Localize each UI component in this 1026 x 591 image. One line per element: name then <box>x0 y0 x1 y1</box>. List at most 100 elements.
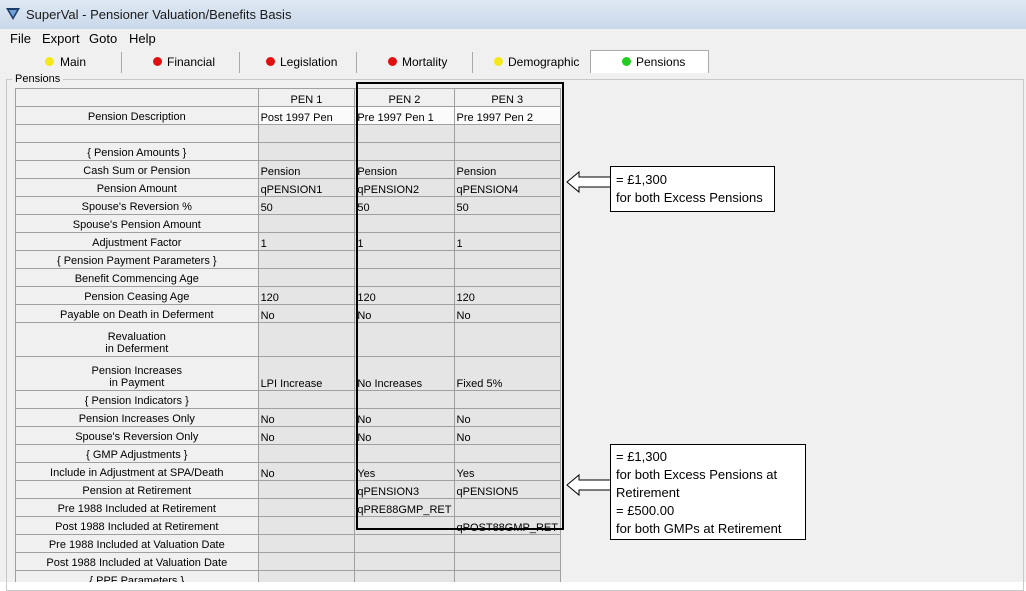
tab-pensions[interactable]: Pensions <box>590 50 709 74</box>
grid-cell-pen3[interactable] <box>453 322 561 357</box>
column-header-pen2[interactable]: PEN 2 <box>354 88 455 107</box>
menu-goto[interactable]: Goto <box>89 31 118 46</box>
grid-cell-pen3[interactable]: 50 <box>453 196 561 215</box>
grid-cell-pen1[interactable]: Pension <box>257 160 356 179</box>
grid-cell-pen2[interactable]: Yes <box>354 462 455 481</box>
grid-cell-pen2[interactable]: No <box>354 426 455 445</box>
grid-cell-pen3[interactable]: No <box>453 304 561 323</box>
grid-cell-pen2[interactable]: qPENSION3 <box>354 480 455 499</box>
callout-retirement: = £1,300 for both Excess Pensions at Ret… <box>610 444 806 540</box>
row-label: { Pension Payment Parameters } <box>15 250 259 269</box>
table-row: Pre 1988 Included at Valuation Date <box>15 534 561 553</box>
grid-cell-pen1[interactable]: No <box>257 408 356 427</box>
grid-cell-pen2[interactable] <box>354 390 455 409</box>
grid-cell-pen1[interactable] <box>257 480 356 499</box>
grid-cell-pen2[interactable] <box>354 322 455 357</box>
grid-cell-pen1[interactable] <box>257 142 356 161</box>
grid-cell-pen1[interactable]: No <box>257 426 356 445</box>
grid-cell-pen3[interactable]: No <box>453 408 561 427</box>
tab-mortality[interactable]: Mortality <box>356 52 473 73</box>
grid-cell-pen1[interactable] <box>257 552 356 571</box>
column-header-pen1[interactable]: PEN 1 <box>257 88 356 107</box>
grid-cell-pen1[interactable]: No <box>257 462 356 481</box>
grid-cell-pen2[interactable]: No Increases <box>354 356 455 391</box>
callout-line: = £500.00 <box>616 503 675 518</box>
grid-cell-pen1[interactable]: 50 <box>257 196 356 215</box>
grid-cell-pen1[interactable] <box>257 268 356 287</box>
row-label: { PPF Parameters } <box>15 570 259 582</box>
grid-cell-pen3[interactable] <box>453 268 561 287</box>
grid-cell-pen3[interactable] <box>453 498 561 517</box>
grid-cell-pen2[interactable] <box>354 142 455 161</box>
grid-cell-pen2[interactable] <box>354 534 455 553</box>
grid-cell-pen3[interactable]: qPOST88GMP_RET <box>453 516 561 535</box>
grid-cell-pen2[interactable] <box>354 250 455 269</box>
tab-main[interactable]: Main <box>6 52 122 73</box>
grid-cell-pen3[interactable]: Pre 1997 Pen 2 <box>453 106 561 125</box>
grid-cell-pen1[interactable] <box>257 214 356 233</box>
grid-corner-cell <box>15 88 259 107</box>
grid-cell-pen2[interactable]: 120 <box>354 286 455 305</box>
status-dot-icon <box>45 57 54 66</box>
grid-cell-pen2[interactable]: 1 <box>354 232 455 251</box>
grid-cell-pen3[interactable]: 1 <box>453 232 561 251</box>
row-label: Benefit Commencing Age <box>15 268 259 287</box>
grid-cell-pen3[interactable] <box>453 570 561 582</box>
grid-cell-pen3[interactable]: No <box>453 426 561 445</box>
tab-demographic[interactable]: Demographic <box>472 52 591 73</box>
grid-cell-pen3[interactable]: Pension <box>453 160 561 179</box>
grid-cell-pen3[interactable] <box>453 444 561 463</box>
menu-export[interactable]: Export <box>42 31 80 46</box>
grid-cell-pen1[interactable] <box>257 390 356 409</box>
grid-cell-pen1[interactable] <box>257 570 356 582</box>
callout-line: Retirement <box>616 485 680 500</box>
grid-cell-pen3[interactable] <box>453 390 561 409</box>
grid-cell-pen3[interactable] <box>453 552 561 571</box>
tab-legislation[interactable]: Legislation <box>239 52 357 73</box>
column-header-pen3[interactable]: PEN 3 <box>453 88 561 107</box>
grid-cell-pen2[interactable] <box>354 570 455 582</box>
tab-label: Legislation <box>280 55 338 69</box>
grid-cell-pen1[interactable] <box>257 124 356 143</box>
grid-cell-pen3[interactable] <box>453 250 561 269</box>
grid-cell-pen1[interactable] <box>257 516 356 535</box>
grid-cell-pen2[interactable] <box>354 516 455 535</box>
grid-cell-pen1[interactable] <box>257 250 356 269</box>
grid-cell-pen2[interactable]: No <box>354 408 455 427</box>
grid-cell-pen1[interactable]: LPI Increase <box>257 356 356 391</box>
grid-cell-pen3[interactable]: Fixed 5% <box>453 356 561 391</box>
grid-cell-pen3[interactable] <box>453 534 561 553</box>
grid-cell-pen3[interactable] <box>453 142 561 161</box>
grid-cell-pen1[interactable] <box>257 498 356 517</box>
grid-cell-pen1[interactable] <box>257 534 356 553</box>
grid-cell-pen3[interactable]: qPENSION5 <box>453 480 561 499</box>
grid-cell-pen3[interactable]: qPENSION4 <box>453 178 561 197</box>
grid-cell-pen2[interactable]: qPRE88GMP_RET <box>354 498 455 517</box>
grid-cell-pen2[interactable]: qPENSION2 <box>354 178 455 197</box>
menu-file[interactable]: File <box>10 31 31 46</box>
grid-cell-pen2[interactable]: Pension <box>354 160 455 179</box>
grid-cell-pen2[interactable]: No <box>354 304 455 323</box>
grid-cell-pen2[interactable] <box>354 268 455 287</box>
grid-cell-pen1[interactable] <box>257 322 356 357</box>
superval-app-icon <box>6 8 20 20</box>
tab-financial[interactable]: Financial <box>121 52 240 73</box>
menu-help[interactable]: Help <box>129 31 156 46</box>
grid-cell-pen1[interactable]: qPENSION1 <box>257 178 356 197</box>
grid-cell-pen2[interactable]: 50 <box>354 196 455 215</box>
grid-cell-pen2[interactable] <box>354 214 455 233</box>
grid-cell-pen1[interactable]: 1 <box>257 232 356 251</box>
grid-cell-pen2[interactable]: Pre 1997 Pen 1 <box>354 106 455 125</box>
grid-cell-pen3[interactable] <box>453 124 561 143</box>
grid-cell-pen3[interactable]: Yes <box>453 462 561 481</box>
grid-cell-pen2[interactable] <box>354 124 455 143</box>
grid-cell-pen1[interactable]: 120 <box>257 286 356 305</box>
grid-cell-pen2[interactable] <box>354 552 455 571</box>
grid-cell-pen3[interactable] <box>453 214 561 233</box>
grid-cell-pen3[interactable]: 120 <box>453 286 561 305</box>
grid-cell-pen1[interactable] <box>257 444 356 463</box>
grid-cell-pen2[interactable] <box>354 444 455 463</box>
grid-cell-pen1[interactable]: Post 1997 Pen <box>257 106 356 125</box>
grid-cell-pen1[interactable]: No <box>257 304 356 323</box>
